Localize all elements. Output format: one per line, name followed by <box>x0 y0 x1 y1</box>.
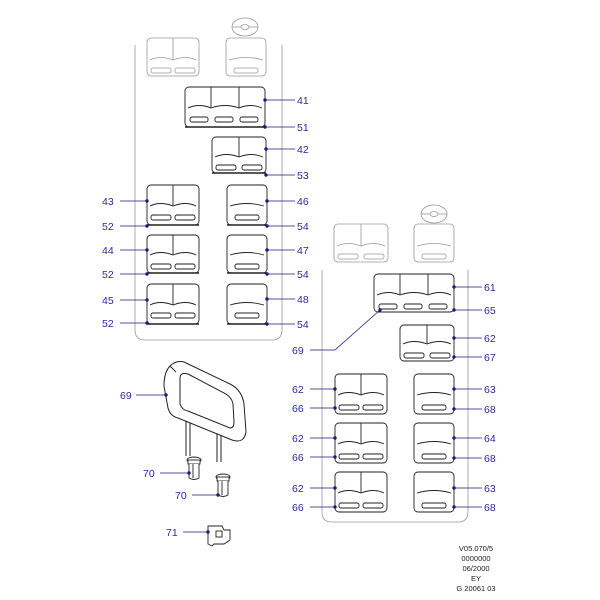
callout-label: 62 <box>292 384 304 396</box>
reference-line: EY <box>471 574 481 583</box>
left-panel-outline <box>134 45 283 341</box>
seat-row-47 <box>226 234 268 274</box>
right-seat-panel <box>321 204 469 523</box>
callout-label: 63 <box>484 384 496 396</box>
callout-label: 42 <box>297 144 309 156</box>
seat-row-62-c <box>334 471 388 513</box>
callout-label: 51 <box>297 122 309 134</box>
callout-label: 62 <box>292 433 304 445</box>
front-passenger-seat-icon <box>146 37 200 77</box>
headrest-inner <box>179 373 235 429</box>
callout-label: 69 <box>292 345 304 357</box>
callout-label: 69 <box>120 390 132 402</box>
rear-driver-seat-icon <box>413 204 455 263</box>
guide-sleeve-lower <box>215 473 231 497</box>
seat-row-62-top <box>399 324 455 362</box>
callout-label: 52 <box>102 221 114 233</box>
callout-label: 52 <box>102 269 114 281</box>
callout-label: 46 <box>297 196 309 208</box>
leader-lines <box>120 98 482 534</box>
callout-label: 66 <box>292 502 304 514</box>
callout-label: 66 <box>292 452 304 464</box>
front-driver-seat-icon <box>225 17 267 77</box>
guide-sleeve-upper <box>186 456 202 480</box>
callout-label: 44 <box>102 245 114 257</box>
callout-label: 43 <box>102 196 114 208</box>
callout-label: 68 <box>484 404 496 416</box>
callout-label: 62 <box>484 333 496 345</box>
callout-label: 70 <box>175 490 187 502</box>
callout-label: 68 <box>484 502 496 514</box>
seat-row-42 <box>211 136 267 174</box>
callout-label: 53 <box>297 170 309 182</box>
callout-label: 67 <box>484 352 496 364</box>
seat-row-43 <box>146 184 200 226</box>
seat-row-44 <box>146 234 200 274</box>
callout-label: 54 <box>297 221 309 233</box>
callout-label: 54 <box>297 319 309 331</box>
seat-row-45 <box>146 283 200 325</box>
headrest-part <box>163 361 247 462</box>
reference-line: G 20061 03 <box>456 584 495 593</box>
callout-label: 63 <box>484 483 496 495</box>
callout-label: 65 <box>484 305 496 317</box>
callout-label: 52 <box>102 318 114 330</box>
reference-line: 06/2000 <box>462 564 489 573</box>
callout-label: 66 <box>292 403 304 415</box>
seat-row-63-b <box>413 471 455 513</box>
right-panel-outline <box>321 270 469 523</box>
callout-label: 48 <box>297 294 309 306</box>
reference-line: V05.070/5 <box>459 544 493 553</box>
callout-label: 68 <box>484 453 496 465</box>
seat-row-63-a <box>413 373 455 415</box>
left-seat-panel <box>134 17 283 341</box>
seat-row-48 <box>226 283 268 325</box>
seat-row-61 <box>373 273 455 313</box>
rear-passenger-seat-icon <box>333 223 389 263</box>
callout-label: 62 <box>292 483 304 495</box>
callout-label: 61 <box>484 282 496 294</box>
seat-row-41 <box>184 86 266 128</box>
seat-row-46 <box>226 184 268 226</box>
callout-label: 71 <box>166 527 178 539</box>
reference-line: 0000000 <box>461 554 490 563</box>
callout-label: 54 <box>297 269 309 281</box>
callout-label: 70 <box>143 468 155 480</box>
reference-block: V05.070/5 0000000 06/2000 EY G 20061 03 <box>456 544 495 593</box>
seat-row-62-a <box>334 373 388 415</box>
callout-label: 47 <box>297 245 309 257</box>
seat-row-64 <box>413 422 455 464</box>
callout-label: 45 <box>102 295 114 307</box>
callout-label: 64 <box>484 433 496 445</box>
callout-label: 41 <box>297 95 309 107</box>
clip-part <box>207 525 231 547</box>
callout-labels: 41 51 42 53 43 52 46 54 44 52 47 54 45 5… <box>102 95 496 539</box>
seat-row-62-b <box>334 422 388 464</box>
